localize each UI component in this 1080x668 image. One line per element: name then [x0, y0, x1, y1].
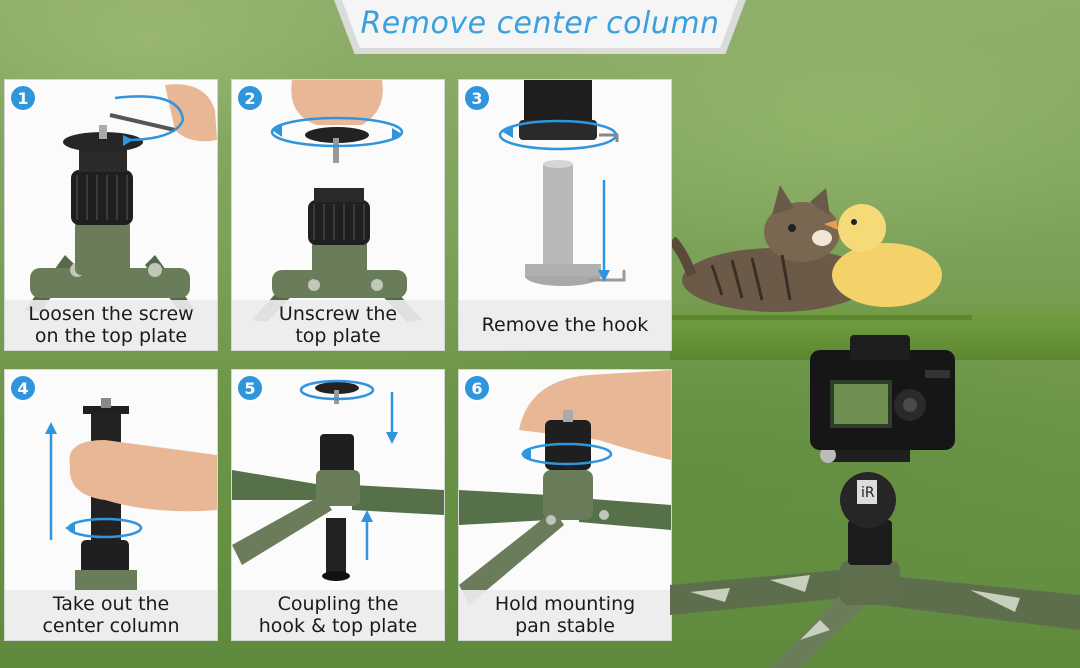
page-title: Remove center column — [360, 6, 720, 41]
step-caption-line-1: Loosen the screw — [28, 303, 194, 325]
step-2-illustration — [232, 80, 444, 350]
step-caption-line-1: Remove the hook — [481, 314, 649, 336]
step-caption: Hold mounting pan stable — [459, 590, 671, 640]
step-caption-line-2: top plate — [295, 325, 381, 347]
step-caption-line-2: hook & top plate — [258, 615, 418, 637]
svg-text:iR: iR — [861, 485, 875, 501]
step-card-5: 5 Coupling the hook & top plate — [231, 369, 445, 641]
step-caption-line-1: Take out the — [52, 593, 170, 615]
step-caption: Remove the hook — [459, 300, 671, 350]
step-caption-line-2: on the top plate — [34, 325, 188, 347]
step-caption-line-1: Hold mounting — [494, 593, 636, 615]
step-card-3: 3 Remove the hook — [458, 79, 672, 351]
step-caption: Take out the center column — [5, 590, 217, 640]
step-caption-line-1: Unscrew the — [278, 303, 398, 325]
step-number-badge: 1 — [9, 84, 37, 112]
step-number-badge: 6 — [463, 374, 491, 402]
title-banner-inner — [342, 0, 738, 48]
step-card-6: 6 Hold mounting pan stable — [458, 369, 672, 641]
step-caption-line-1: Coupling the — [277, 593, 399, 615]
camera-on-tripod-photo: iR — [670, 335, 1080, 668]
step-card-2: 2 Unscrew the top plate — [231, 79, 445, 351]
step-caption: Loosen the screw on the top plate — [5, 300, 217, 350]
step-card-1: 1 Loosen the screw on the top plate — [4, 79, 218, 351]
step-number-badge: 5 — [236, 374, 264, 402]
step-number-badge: 2 — [236, 84, 264, 112]
kitten-and-duckling-photo — [672, 185, 972, 320]
step-caption-line-2: pan stable — [515, 615, 615, 637]
step-caption: Unscrew the top plate — [232, 300, 444, 350]
step-caption: Coupling the hook & top plate — [232, 590, 444, 640]
step-caption-line-2: center column — [42, 615, 180, 637]
step-card-4: 4 Take out the center column — [4, 369, 218, 641]
step-number-badge: 3 — [463, 84, 491, 112]
step-number-badge: 4 — [9, 374, 37, 402]
